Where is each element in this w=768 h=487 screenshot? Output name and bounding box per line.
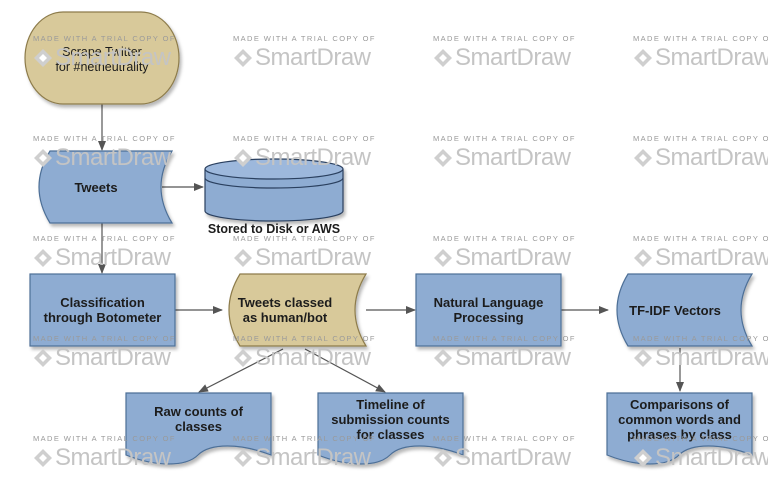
classed-label-line2: as human/bot [242,310,328,325]
raw-counts-label: Raw counts of classes [126,404,271,434]
scrape-label-line2: for #netneutrality [55,60,149,74]
classed-label-line1: Tweets classed [237,295,333,310]
stored-label-text: Stored to Disk or AWS [207,222,341,236]
timeline-label-line1: Timeline of [356,397,425,412]
scrape-terminator-shape[interactable] [24,11,180,105]
classed-stored-data-shape[interactable] [228,273,368,347]
raw-counts-label-line2: classes [175,419,222,434]
comparisons-label-line1: Comparisons of [630,397,729,412]
timeline-label: Timeline of submission counts for classe… [318,397,463,442]
edge-classed-to-timeline [304,348,386,393]
comparisons-label-line2: common words and [618,412,741,427]
classed-label: Tweets classed as human/bot [226,295,344,325]
database-cylinder-shape[interactable] [204,158,344,222]
tweets-label-text: Tweets [74,180,118,195]
scrape-label-line1: Scrape Twitter [62,45,142,59]
tfidf-label-text: TF-IDF Vectors [629,303,721,318]
raw-counts-label-line1: Raw counts of [154,404,243,419]
timeline-label-line2: submission counts [331,412,450,427]
comparisons-label: Comparisons of common words and phrases … [607,397,752,442]
classification-label-line2: through Botometer [43,310,162,325]
classification-label-line1: Classification [60,295,145,310]
tweets-label: Tweets [40,180,152,195]
classification-label: Classification through Botometer [30,295,175,325]
tfidf-stored-data-shape[interactable] [616,273,754,347]
comparisons-document-shape[interactable] [606,392,753,465]
nlp-label-line2: Processing [453,310,524,325]
edges [98,104,684,393]
nlp-process-shape[interactable] [415,273,562,347]
tfidf-label: TF-IDF Vectors [612,303,738,318]
edge-classed-to-raw-counts [198,348,284,393]
scrape-label: Scrape Twitter for #netneutrality [42,45,162,75]
nlp-label-line1: Natural Language [433,295,544,310]
tweets-stored-data-shape[interactable] [38,150,174,224]
comparisons-label-line3: phrases by class [627,427,732,442]
classification-process-shape[interactable] [29,273,176,347]
timeline-label-line3: for classes [356,427,425,442]
stored-label: Stored to Disk or AWS [194,222,354,237]
raw-counts-document-shape[interactable] [125,392,272,465]
nlp-label: Natural Language Processing [416,295,561,325]
